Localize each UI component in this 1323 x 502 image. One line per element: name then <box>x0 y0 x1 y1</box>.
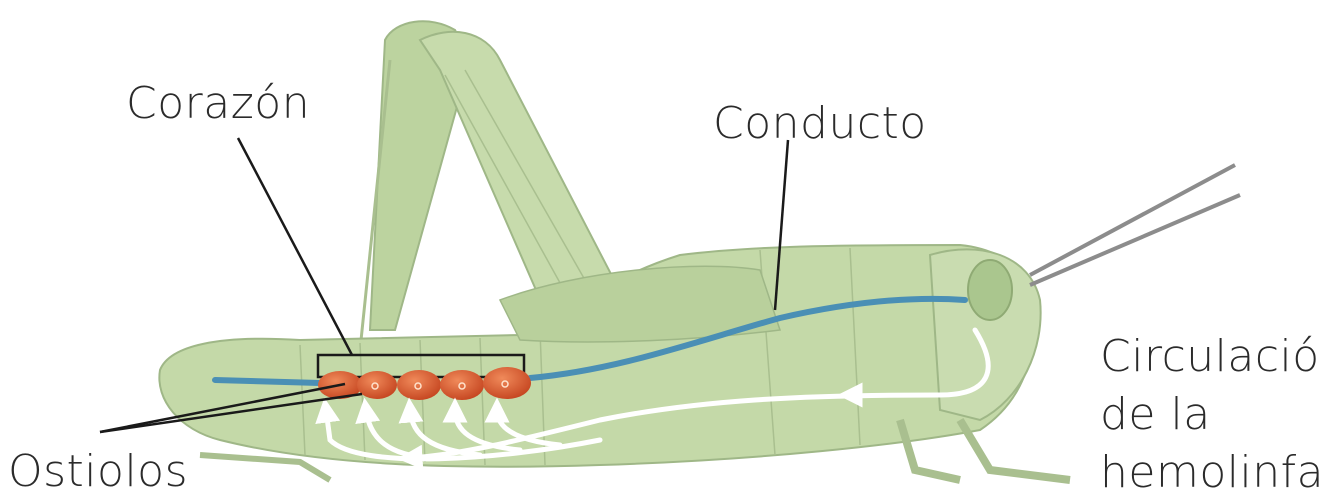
grasshopper-body <box>159 165 1240 480</box>
ostioles-label: Ostiolos <box>8 450 188 494</box>
circulation-label-line1: Circulación <box>1100 335 1323 379</box>
duct-label: Conducto <box>713 102 927 146</box>
circulation-label-line2: de la <box>1100 393 1211 437</box>
heart-label: Corazón <box>126 82 310 126</box>
circulation-label-line3: hemolinfa <box>1100 451 1323 495</box>
heart-leader <box>238 138 352 355</box>
